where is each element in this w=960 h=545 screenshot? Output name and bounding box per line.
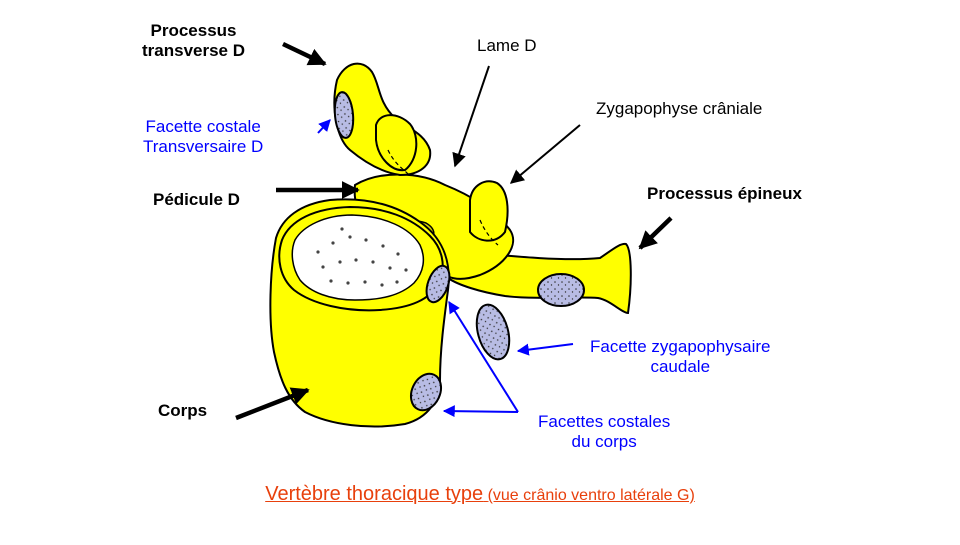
end-plate-dots — [316, 227, 408, 287]
label-zygapophyse-craniale: Zygapophyse crâniale — [596, 99, 763, 118]
label-facette-zygapophysaire-caudale: Facette zygapophysaire caudale — [590, 337, 771, 376]
arrow-transverse — [282, 41, 327, 67]
arrow-caudal-zyg — [516, 343, 574, 356]
arrow-costal-transverse — [317, 119, 331, 134]
label-corps: Corps — [158, 401, 208, 420]
arrow-body-facet-lower — [442, 405, 519, 418]
costal-transverse-facet — [333, 91, 355, 139]
caudal-zygapophyseal-facet — [475, 303, 511, 361]
label-facettes-costales-corps: Facettes costales du corps — [538, 412, 671, 451]
figure-caption: Vertèbre thoracique type (vue crânio ven… — [0, 483, 960, 506]
arrow-cranial-zyg — [509, 124, 581, 184]
end-plate — [291, 214, 425, 301]
cranial-articular-process-left — [375, 114, 418, 172]
arrow-body-facet-upper — [448, 300, 519, 413]
costal-body-facet-lower — [409, 372, 443, 412]
label-lame: Lame D — [477, 36, 537, 55]
caption-main: Vertèbre thoracique type — [265, 483, 484, 505]
label-facette-costale-transversaire: Facette costale Transversaire D — [143, 117, 264, 156]
caption-sub: (vue crânio ventro latérale G) — [487, 487, 695, 504]
arrow-spinous — [638, 216, 673, 250]
spinous-facet — [537, 273, 585, 307]
arrow-body — [235, 387, 310, 421]
label-processus-epineux: Processus épineux — [647, 184, 802, 203]
label-processus-transverse: Processus transverse D — [142, 21, 246, 60]
costal-body-facet-upper — [425, 264, 451, 304]
cranial-articular-process — [469, 180, 509, 242]
arrow-lamina — [452, 65, 490, 168]
label-pedicule: Pédicule D — [153, 190, 240, 209]
